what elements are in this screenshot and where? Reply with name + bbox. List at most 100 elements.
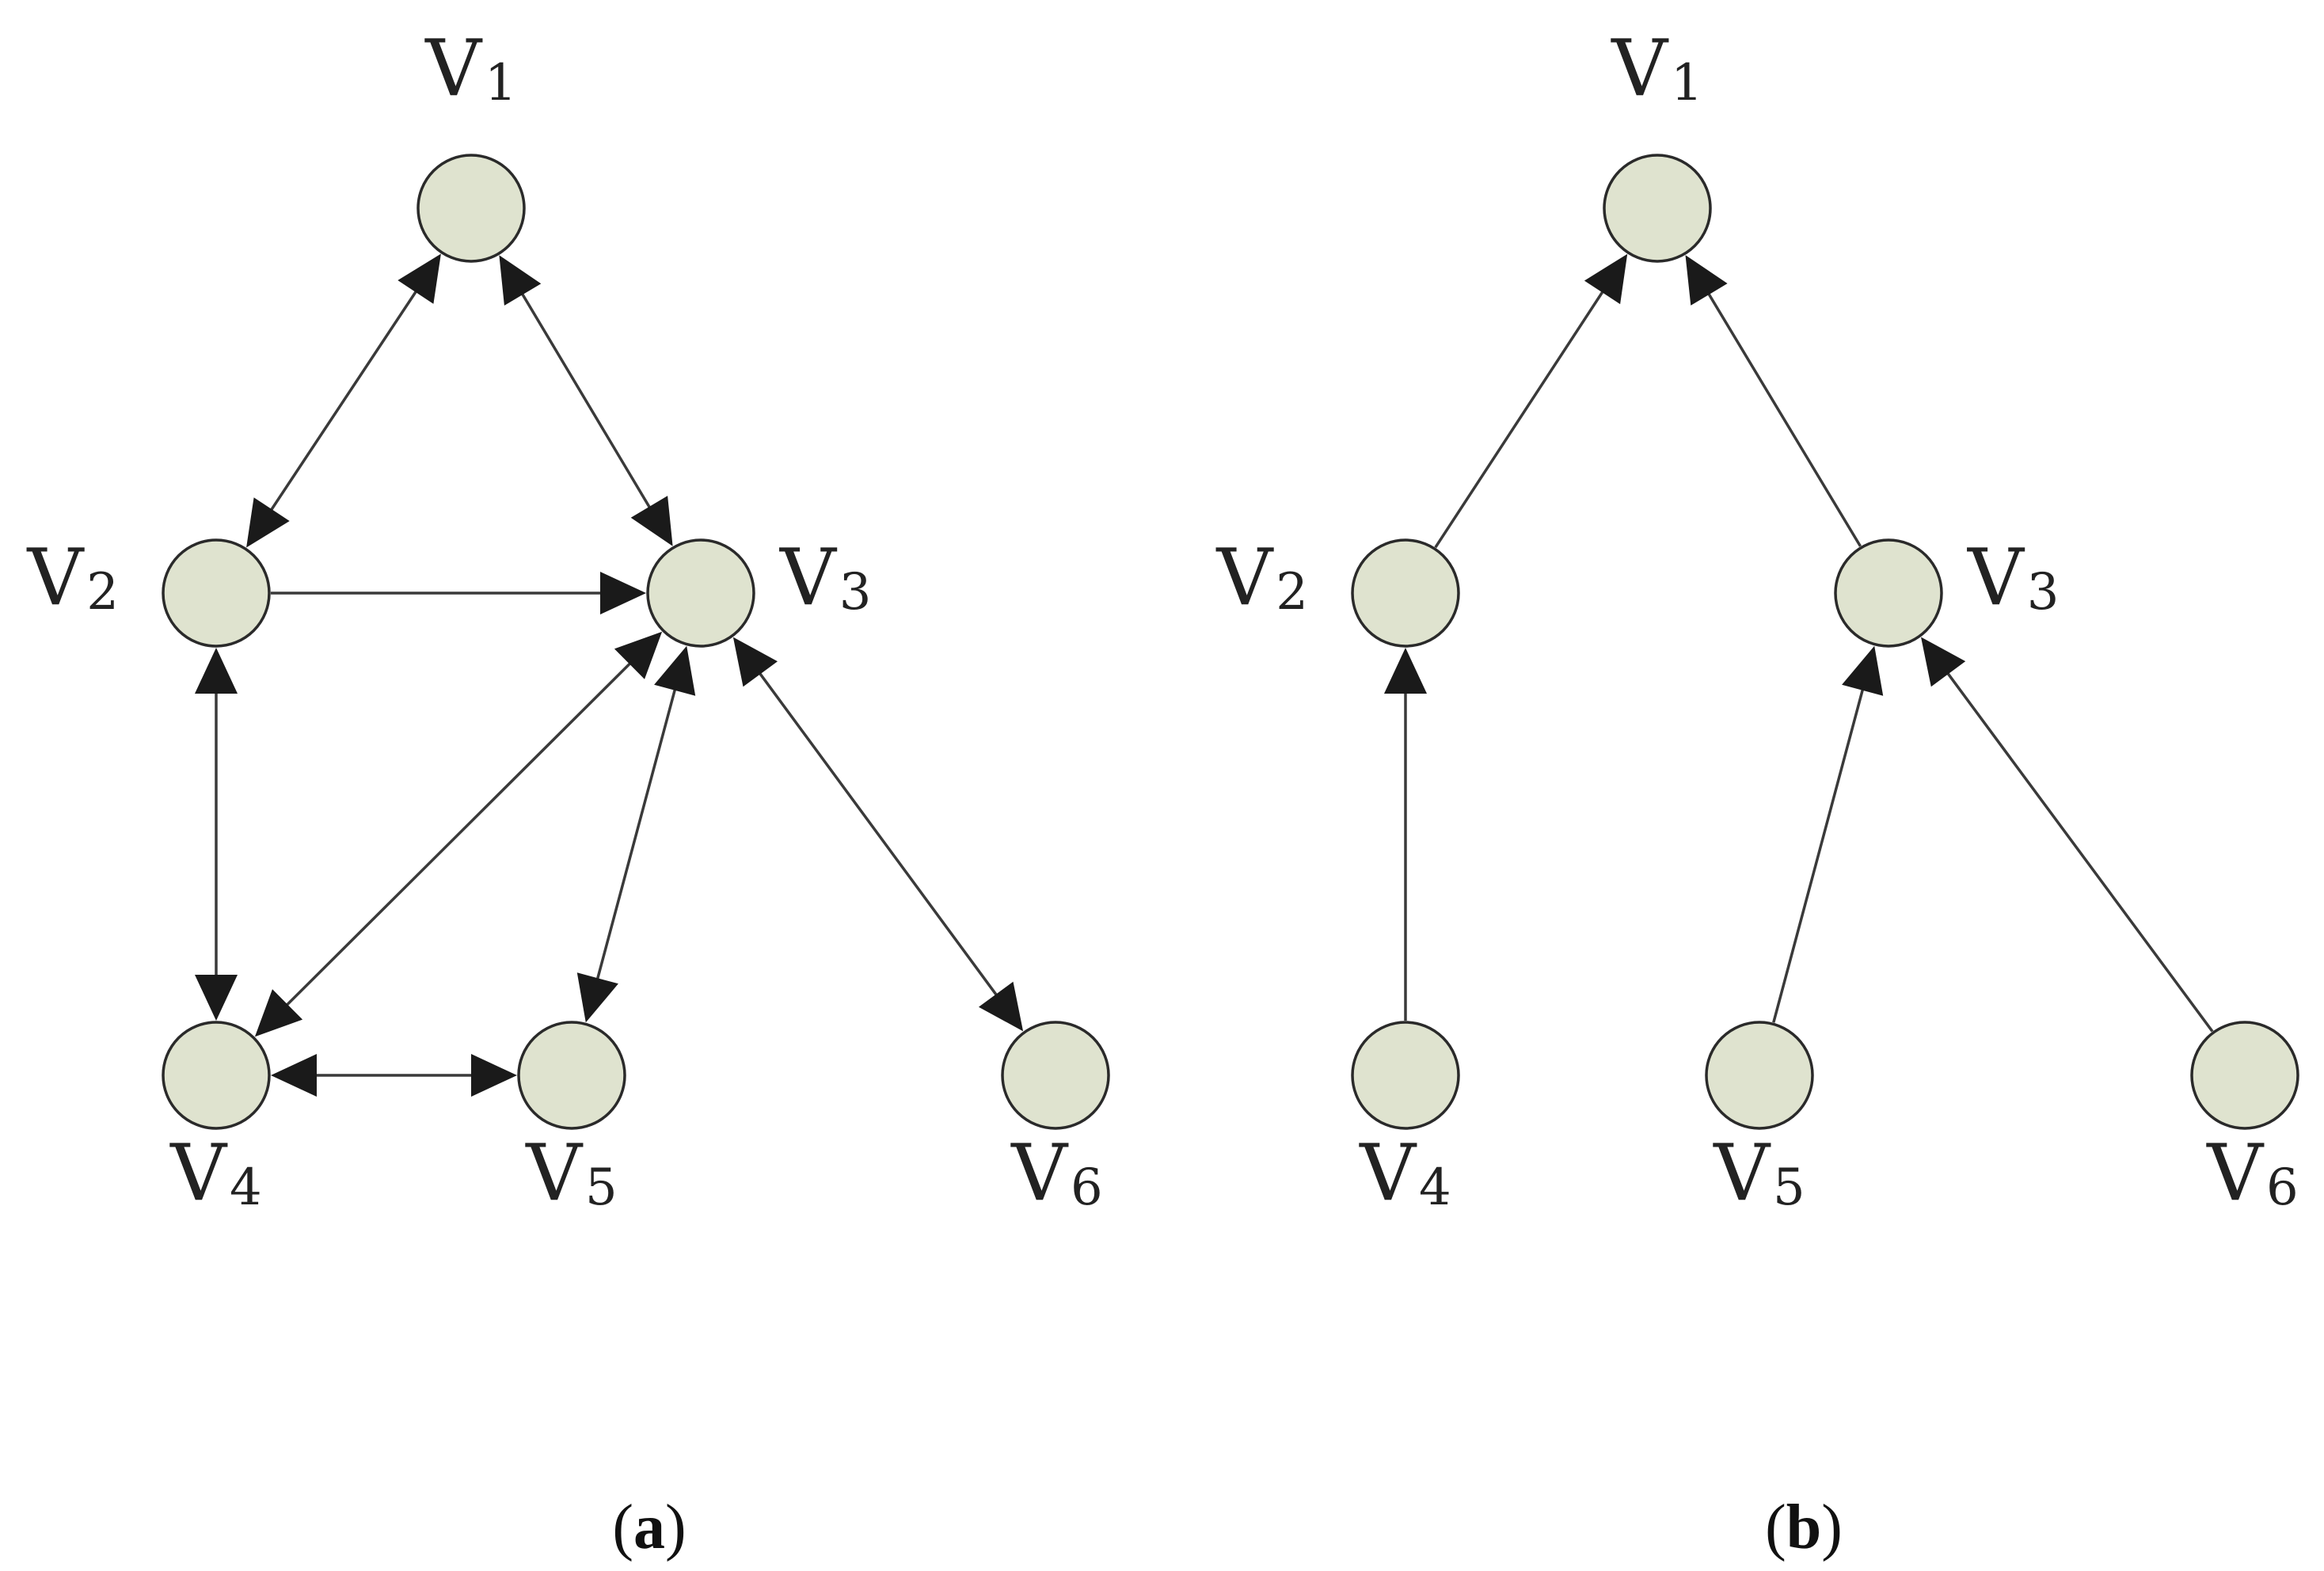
edge-line xyxy=(751,661,1006,1007)
edge-v5-v3 xyxy=(1772,645,1884,1023)
node-label-subscript: 6 xyxy=(2266,1158,2299,1217)
arrowhead-to-v4 xyxy=(195,975,238,1021)
node-circle xyxy=(1351,538,1460,648)
panel-a-caption-letter: a xyxy=(633,1493,665,1562)
arrowhead-to-v3 xyxy=(732,637,778,687)
node-circle xyxy=(517,1021,626,1130)
node-v4: V4 xyxy=(162,1021,271,1219)
node-label-v4: V4 xyxy=(169,1128,262,1219)
edge-v3-v4 xyxy=(254,631,663,1037)
node-circle xyxy=(416,154,526,263)
node-label-v2: V2 xyxy=(1216,533,1309,623)
arrowhead-to-v3 xyxy=(1921,637,1966,687)
node-label-letter: V xyxy=(27,533,86,623)
node-circle xyxy=(646,538,755,648)
edge-line xyxy=(276,652,641,1016)
arrowhead-to-v2 xyxy=(195,648,238,694)
node-label-subscript: 2 xyxy=(86,563,119,622)
edge-v3-v5 xyxy=(576,645,696,1023)
node-label-letter: V xyxy=(1967,533,2025,623)
node-v5: V5 xyxy=(1705,1021,1814,1219)
arrowhead-to-v1 xyxy=(1685,255,1728,306)
node-v1: V1 xyxy=(1603,24,1712,263)
node-label-letter: V xyxy=(1216,533,1275,623)
node-label-v1: V1 xyxy=(424,24,517,114)
panel-a-caption-close: ) xyxy=(665,1493,687,1562)
node-label-v3: V3 xyxy=(1967,533,2060,623)
node-circle xyxy=(1351,1021,1460,1130)
edge-v2-v1 xyxy=(1434,253,1628,549)
arrowhead-to-v5 xyxy=(576,972,618,1023)
node-label-subscript: 5 xyxy=(585,1158,618,1217)
arrowhead-to-v3 xyxy=(630,496,673,546)
arrowhead-to-v1 xyxy=(499,255,542,306)
node-v3: V3 xyxy=(1834,533,2060,648)
node-circle xyxy=(1001,1021,1110,1130)
node-label-subscript: 4 xyxy=(1419,1158,1451,1217)
panel-b-caption-close: ) xyxy=(1821,1493,1843,1562)
node-label-letter: V xyxy=(169,1128,228,1219)
panel-b-caption: (b) xyxy=(1765,1493,1843,1562)
node-label-subscript: 3 xyxy=(2027,563,2060,622)
arrowhead-to-v3 xyxy=(600,572,646,614)
node-label-v6: V6 xyxy=(2206,1128,2299,1219)
node-label-letter: V xyxy=(2206,1128,2265,1219)
arrowhead-to-v2 xyxy=(1384,648,1427,694)
edge-line xyxy=(1434,280,1611,549)
node-circle xyxy=(162,1021,271,1130)
panel-b-caption-letter: b xyxy=(1786,1493,1822,1562)
edge-v2-v3 xyxy=(271,572,646,614)
node-circle xyxy=(2190,1021,2299,1130)
edge-line xyxy=(1938,661,2214,1033)
node-v6: V6 xyxy=(1001,1021,1110,1219)
panel-b-edges xyxy=(1384,253,2214,1033)
node-label-v3: V3 xyxy=(779,533,872,623)
node-circle xyxy=(1603,154,1712,263)
arrowhead-to-v3 xyxy=(614,631,663,679)
node-label-letter: V xyxy=(424,24,483,114)
panel-a-caption: (a) xyxy=(612,1493,686,1562)
panel-a-edges xyxy=(195,253,1024,1097)
arrowhead-to-v6 xyxy=(979,981,1024,1032)
node-label-subscript: 6 xyxy=(1071,1158,1103,1217)
edge-v1-v2 xyxy=(246,253,441,548)
node-v5: V5 xyxy=(517,1021,626,1219)
node-label-v2: V2 xyxy=(27,533,120,623)
edge-v3-v1 xyxy=(1685,255,1862,547)
arrowhead-to-v3 xyxy=(1842,645,1884,696)
node-label-letter: V xyxy=(1611,24,1669,114)
arrowhead-to-v2 xyxy=(246,497,290,548)
panel-a-caption-open: ( xyxy=(612,1493,633,1562)
node-label-v4: V4 xyxy=(1359,1128,1451,1219)
node-label-letter: V xyxy=(525,1128,584,1219)
node-label-letter: V xyxy=(1713,1128,1771,1219)
node-label-v5: V5 xyxy=(525,1128,618,1219)
node-label-subscript: 2 xyxy=(1276,563,1308,622)
edge-v6-v3 xyxy=(1921,637,2214,1033)
node-v4: V4 xyxy=(1351,1021,1460,1219)
edge-v3-v6 xyxy=(732,637,1024,1032)
edge-line xyxy=(1772,675,1868,1023)
node-v3: V3 xyxy=(646,533,872,648)
node-label-subscript: 1 xyxy=(485,54,517,112)
edge-v1-v3 xyxy=(499,255,673,546)
arrowhead-to-v4 xyxy=(254,989,303,1037)
arrowhead-to-v1 xyxy=(1584,253,1628,305)
edge-line xyxy=(1700,281,1862,547)
panel-b-caption-open: ( xyxy=(1765,1493,1786,1562)
node-label-subscript: 5 xyxy=(1773,1158,1805,1217)
node-label-subscript: 3 xyxy=(839,563,872,622)
arrowhead-to-v1 xyxy=(397,253,441,304)
edge-v4-v5 xyxy=(271,1054,517,1097)
node-label-v5: V5 xyxy=(1713,1128,1805,1219)
node-label-letter: V xyxy=(1010,1128,1069,1219)
edge-line xyxy=(262,279,425,523)
node-circle xyxy=(162,538,271,648)
arrowhead-to-v4 xyxy=(271,1054,317,1097)
node-circle xyxy=(1834,538,1943,648)
edge-line xyxy=(592,675,680,993)
